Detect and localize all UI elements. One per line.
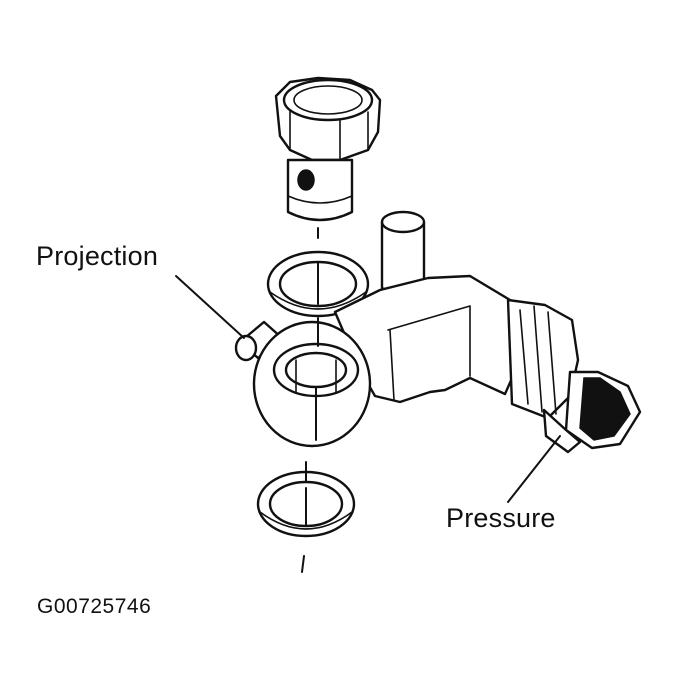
pressure-leader-line xyxy=(507,435,561,503)
union-bolt xyxy=(274,76,382,239)
figure-code: G00725746 xyxy=(37,595,152,618)
eye-fitting-body xyxy=(234,210,642,454)
pressure-label: Pressure xyxy=(446,503,556,533)
projection-leader-line xyxy=(175,275,245,339)
projection-label: Projection xyxy=(36,241,159,271)
lower-washer xyxy=(256,461,356,573)
upper-washer xyxy=(266,250,370,318)
